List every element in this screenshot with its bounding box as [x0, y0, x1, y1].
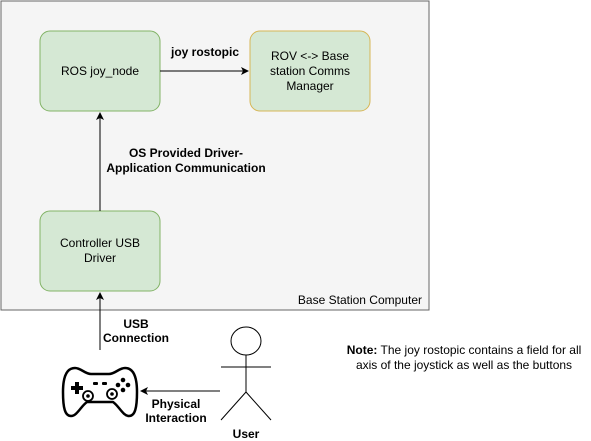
note-text: The joy rostopic contains a field for al… — [355, 343, 582, 372]
usb-connection-label-line-2: Connection — [103, 331, 169, 345]
base-station-label: Base Station Computer — [298, 293, 422, 307]
note-annotation: Note: The joy rostopic contains a field … — [338, 343, 590, 373]
physical-interaction-label-line-1: Physical — [152, 397, 201, 411]
comms-manager-label-line-3: Manager — [286, 79, 333, 93]
comms-manager-label-line-1: ROV <-> Base — [271, 49, 349, 63]
usb-driver-label-line-2: Driver — [84, 251, 116, 265]
thumbstick-left-icon — [82, 390, 94, 402]
edge-os-driver[interactable]: OS Provided Driver- Application Communic… — [96, 112, 268, 211]
physical-interaction-label-line-2: Interaction — [145, 411, 206, 425]
edge-physical-interaction[interactable]: Physical Interaction — [140, 387, 220, 425]
user-label: User — [233, 427, 260, 441]
node-usb-driver[interactable]: Controller USB Driver — [39, 210, 161, 292]
os-driver-label-line-2: Application Communication — [106, 161, 265, 175]
node-joy-node[interactable]: ROS joy_node — [39, 30, 161, 112]
usb-connection-label-line-1: USB — [123, 317, 149, 331]
usb-driver-label-line-1: Controller USB — [60, 236, 140, 250]
joy-node-label: ROS joy_node — [61, 64, 139, 78]
face-buttons-icon — [115, 377, 131, 393]
user-actor[interactable]: User — [220, 326, 272, 441]
node-comms-manager[interactable]: ROV <-> Base station Comms Manager — [249, 30, 371, 112]
thumbstick-right-icon — [106, 388, 118, 400]
joy-rostopic-label: joy rostopic — [170, 45, 239, 59]
stick-figure-icon — [220, 326, 272, 421]
gamepad-icon[interactable] — [61, 366, 139, 418]
edge-joy-rostopic[interactable]: joy rostopic — [160, 45, 249, 75]
note-prefix: Note: — [346, 343, 378, 357]
comms-manager-label-line-2: station Comms — [270, 64, 350, 78]
os-driver-label-line-1: OS Provided Driver- — [129, 146, 243, 160]
dpad-icon — [71, 382, 83, 394]
edge-usb-connection[interactable]: USB Connection — [96, 292, 169, 350]
